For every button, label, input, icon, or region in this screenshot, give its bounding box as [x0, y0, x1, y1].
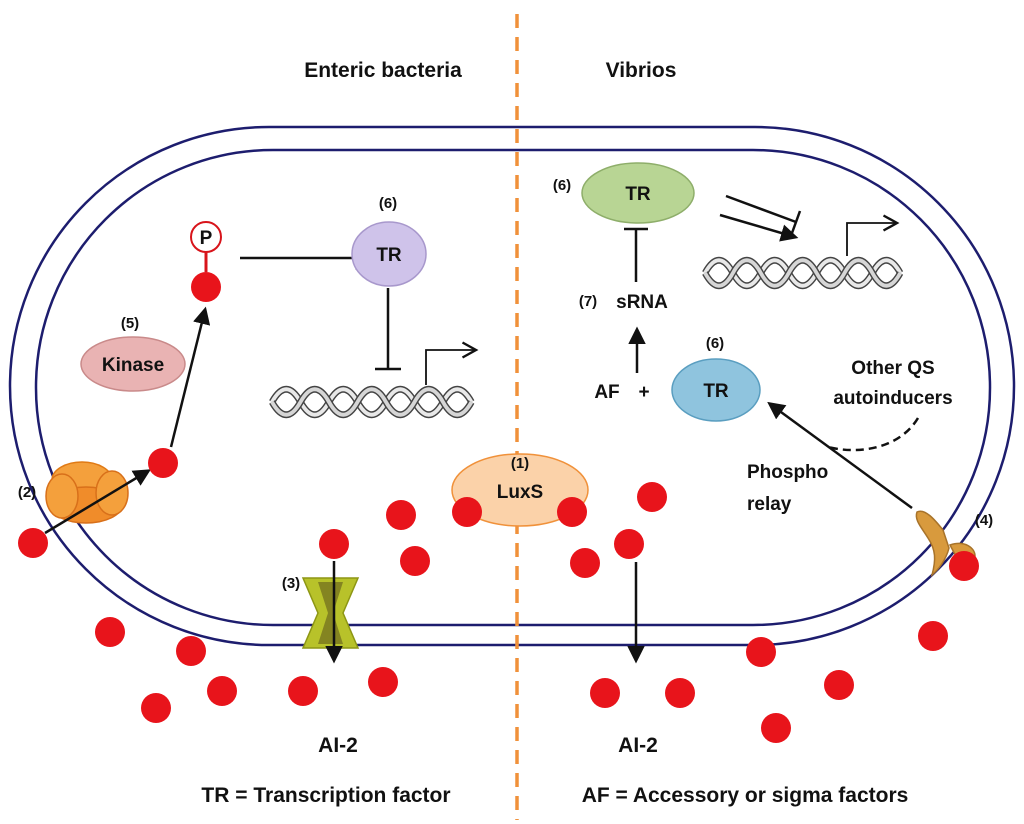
ai2-label-right: AI-2: [618, 734, 658, 757]
ai2-molecule: [319, 529, 349, 559]
kinase-number: (5): [121, 315, 139, 332]
ai2-phosphate-molecule: [191, 272, 221, 302]
ai2-molecule: [95, 617, 125, 647]
other-qs-dashed-arrow: [827, 417, 920, 452]
ai2-molecule: [207, 676, 237, 706]
pts-number: (2): [18, 484, 36, 501]
ai2-molecule: [824, 670, 854, 700]
tr-vibrio-top-oval: [581, 162, 695, 224]
plus-label: +: [638, 382, 649, 403]
pts-transporter-icon: [45, 461, 129, 524]
receptor-number: (4): [975, 512, 993, 529]
ai2-molecule: [18, 528, 48, 558]
pts-uptake-arrow: [44, 469, 151, 535]
srna-number: (7): [579, 293, 597, 310]
dna-helix-vibrio: [705, 260, 900, 286]
tr-vibrio-top-number: (6): [553, 177, 571, 194]
legend-tr: TR = Transcription factor: [201, 784, 450, 807]
phosphate-group: [190, 221, 222, 253]
ai2-molecule: [452, 497, 482, 527]
tr-enteric-label: TR: [376, 245, 402, 266]
phospho-relay-line2: relay: [747, 494, 792, 515]
af-label: AF: [594, 382, 619, 403]
ai2-molecule: [665, 678, 695, 708]
tr-vibrio-top-label: TR: [625, 184, 651, 205]
luxs-number: (1): [511, 455, 529, 472]
header-vibrios: Vibrios: [606, 59, 677, 82]
ai2-transporter-icon: [301, 577, 360, 649]
ai2-molecule: [570, 548, 600, 578]
ai2-molecule: [400, 546, 430, 576]
ai2-molecule: [590, 678, 620, 708]
repression-bar-vibrio: [790, 210, 802, 234]
dna-helix-enteric: [272, 389, 472, 415]
phospho-relay-line1: Phospho: [747, 462, 828, 483]
ai2-molecule: [918, 621, 948, 651]
tr-vibrio-bottom-number: (6): [706, 335, 724, 352]
ai2-molecule: [614, 529, 644, 559]
phospho-relay-arrow: [767, 401, 913, 510]
promoter-arrow-enteric: [425, 341, 479, 385]
outer-membrane: [8, 125, 1016, 647]
tr-vibrio-bottom-oval: [671, 358, 761, 422]
luxs-oval: [451, 453, 589, 527]
ai2-molecule: [637, 482, 667, 512]
other-qs-line2: autoinducers: [833, 388, 952, 409]
repression-line-vibrio: [725, 194, 797, 224]
ai2-molecule: [557, 497, 587, 527]
ai2-molecule: [746, 637, 776, 667]
inner-membrane: [34, 148, 992, 627]
srna-label: sRNA: [616, 292, 668, 313]
ai2-molecule: [141, 693, 171, 723]
header-enteric: Enteric bacteria: [304, 59, 462, 82]
tr-enteric-oval: [351, 221, 427, 287]
ai2-molecule: [368, 667, 398, 697]
luxs-label: LuxS: [497, 482, 543, 503]
tr-vibrio-bottom-label: TR: [703, 381, 729, 402]
tr-enteric-number: (6): [379, 195, 397, 212]
kinase-label: Kinase: [102, 355, 164, 376]
ai2-molecule: [761, 713, 791, 743]
phosphorylation-arrow: [169, 306, 211, 448]
ai2-molecule: [288, 676, 318, 706]
ai2-label-left: AI-2: [318, 734, 358, 757]
other-qs-line1: Other QS: [851, 358, 934, 379]
activation-arrow: [719, 213, 799, 242]
kinase-oval: [80, 336, 186, 392]
promoter-arrow-vibrio: [846, 214, 900, 256]
phosphate-label: P: [200, 228, 213, 249]
ai2-molecule: [148, 448, 178, 478]
legend-af: AF = Accessory or sigma factors: [582, 784, 909, 807]
ai2-molecule: [176, 636, 206, 666]
ai2-molecule: [949, 551, 979, 581]
transporter-number: (3): [282, 575, 300, 592]
ai2-molecule: [386, 500, 416, 530]
